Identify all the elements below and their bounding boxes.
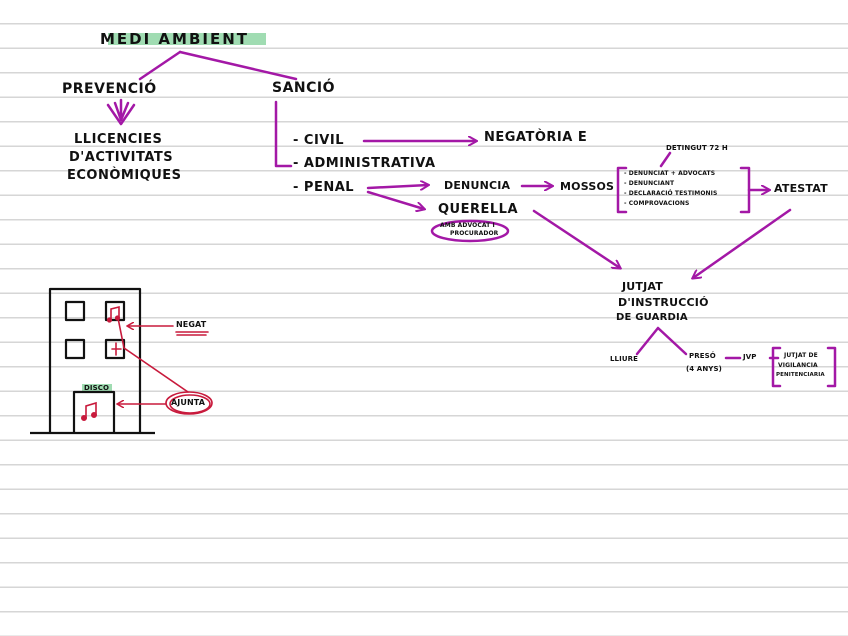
vigilancia-line-3: PENITENCIARIA <box>776 372 825 378</box>
lliure-label: LLIURE <box>610 355 638 363</box>
vigilancia-line-2: VIGILANCIA <box>778 362 818 369</box>
detingut-pointer <box>659 151 672 168</box>
preso-years: (4 ANYS) <box>686 365 722 373</box>
mossos-label: MOSSOS <box>560 180 615 193</box>
jutjat-split <box>635 326 688 356</box>
jutjat-line-1: JUTJAT <box>622 280 663 293</box>
bracket-item-3: - DECLARACIÓ TESTIMONIS <box>624 190 718 197</box>
querella-note-2: PROCURADOR <box>450 230 499 237</box>
steps-bracket-left <box>616 166 628 214</box>
branch-to-prevencio <box>138 50 182 81</box>
bracket-item-4: - COMPROVACIONS <box>624 200 690 207</box>
branch-to-sancio <box>178 50 298 81</box>
querella-label: QUERELLA <box>438 202 519 217</box>
detingut-label: DETINGUT 72 h <box>666 144 728 152</box>
ajunta-circle <box>165 391 213 415</box>
querella-note-1: AMB ADVOCAT I <box>440 222 495 229</box>
querella-jutjat-arrow <box>532 209 620 268</box>
denuncia-label: DENUNCIA <box>444 179 511 192</box>
ajunta-label: AJUNTA <box>171 398 205 407</box>
vigilancia-line-1: JUTJAT DE <box>784 352 818 359</box>
jvp-label: JVP <box>743 353 757 361</box>
prevencio-line-3: ECONÒMIQUES <box>67 168 182 183</box>
sancio-bracket <box>274 100 293 168</box>
page-title: MEDI AMBIENT <box>100 30 250 48</box>
vigilancia-bracket-right <box>826 346 837 388</box>
negat-label: NEGAT <box>176 320 207 329</box>
querella-note-oval <box>430 219 510 243</box>
vigilancia-bracket-left <box>771 346 782 388</box>
building-icon <box>30 287 155 435</box>
jutjat-line-3: DE GUARDIA <box>616 312 688 323</box>
ajunta-diagonal <box>117 317 189 393</box>
administrativa-label: - ADMINISTRATIVA <box>293 156 436 171</box>
bracket-item-1: - DENUNCIAT + ADVOCATS <box>624 170 716 177</box>
bracket-item-2: - DENUNCIANT <box>624 180 675 187</box>
prevencio-line-1: LLICENCIES <box>74 132 163 147</box>
civil-label: - CIVIL <box>293 133 344 148</box>
negat-underline <box>175 331 209 336</box>
penal-querella-arrow <box>366 190 424 209</box>
music-note-icon <box>81 305 122 421</box>
jutjat-line-2: D'INSTRUCCIÓ <box>618 296 709 309</box>
atestat-label: ATESTAT <box>774 182 828 195</box>
prevencio-line-2: D'ACTIVITATS <box>69 150 174 165</box>
penal-label: - PENAL <box>293 180 355 195</box>
preso-label: PRESÓ <box>689 352 716 360</box>
prevencio-label: PREVENCIÓ <box>62 81 157 97</box>
negatoria-label: NEGATÒRIA E <box>484 130 588 145</box>
sancio-label: SANCIÓ <box>272 80 336 96</box>
prevencio-arrow <box>113 98 130 122</box>
disco-highlight <box>82 384 112 392</box>
penal-denuncia-arrow <box>366 185 428 188</box>
disco-sign: DISCO <box>84 384 110 392</box>
title-highlight <box>108 33 266 45</box>
atestat-jutjat-arrow <box>693 208 792 278</box>
